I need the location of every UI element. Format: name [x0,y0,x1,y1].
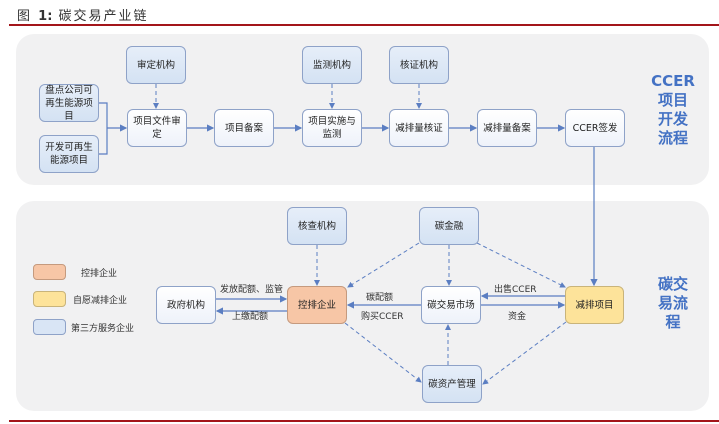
side-label-line: CCER [651,72,695,90]
legend-swatch-third-party [33,319,66,335]
bottom-rule [9,420,719,422]
controlled-enterprise: 控排企业 [287,286,347,324]
verification-agency: 核证机构 [389,46,449,84]
side-label-line: 项目 [657,91,688,109]
approval-agency: 审定机构 [126,46,186,84]
side-label-line: 易流 [657,294,688,312]
monitoring-agency: 监测机构 [302,46,362,84]
top-rule [9,24,719,26]
label-ctrl-to-market: 购买CCER [361,312,404,322]
label-market-to-reduction: 资金 [508,312,527,322]
dashed-finance-to-ctrl [347,242,420,288]
side-label-line: 流程 [657,129,688,147]
figure-number: 1: [38,9,53,24]
step-document-review: 项目文件审定 [127,109,187,147]
step-reduction-filing: 减排量备案 [477,109,537,147]
carbon-asset-management: 碳资产管理 [422,365,482,403]
figure-title: 图 1: 碳交易产业链 [17,5,149,24]
legend-swatch-voluntary [33,291,66,307]
ccer-side-label: CCER 项目 开发 流程 [648,72,698,148]
reduction-project: 减排项目 [565,286,624,324]
inspection-agency: 核查机构 [287,207,347,245]
source-inventory-renewable: 盘点公司可再生能源项目 [39,84,99,122]
step-reduction-verification: 减排量核证 [389,109,449,147]
legend-label-controlled: 控排企业 [81,269,118,279]
figure-caption: 碳交易产业链 [58,9,149,24]
label-gov-to-ctrl: 发放配额、监管 [220,285,284,295]
legend-swatch-controlled [33,264,66,280]
step-project-filing: 项目备案 [214,109,274,147]
dashed-reduction-to-asset [482,321,567,385]
side-label-line: 程 [665,313,681,331]
label-market-to-ctrl: 碳配额 [366,293,394,303]
carbon-finance: 碳金融 [419,207,479,245]
carbon-market: 碳交易市场 [421,286,481,324]
step-implementation-monitoring: 项目实施与监测 [302,109,362,147]
dashed-ctrl-to-asset [344,322,422,383]
figure-label: 图 [17,9,33,24]
label-reduction-to-market: 出售CCER [494,285,537,295]
dashed-finance-to-reduction [476,242,566,288]
label-ctrl-to-gov: 上缴配额 [232,312,269,322]
source-develop-renewable: 开发可再生能源项目 [39,135,99,173]
legend-label-third-party: 第三方服务企业 [71,324,135,334]
government-agency: 政府机构 [156,286,216,324]
source-connector-1 [99,102,108,128]
legend-label-voluntary: 自愿减排企业 [73,296,128,306]
side-label-line: 碳交 [657,275,688,293]
step-ccer-issuance: CCER签发 [565,109,625,147]
source-connector-2 [99,128,108,155]
side-label-line: 开发 [657,110,688,128]
trading-side-label: 碳交 易流 程 [648,275,698,332]
